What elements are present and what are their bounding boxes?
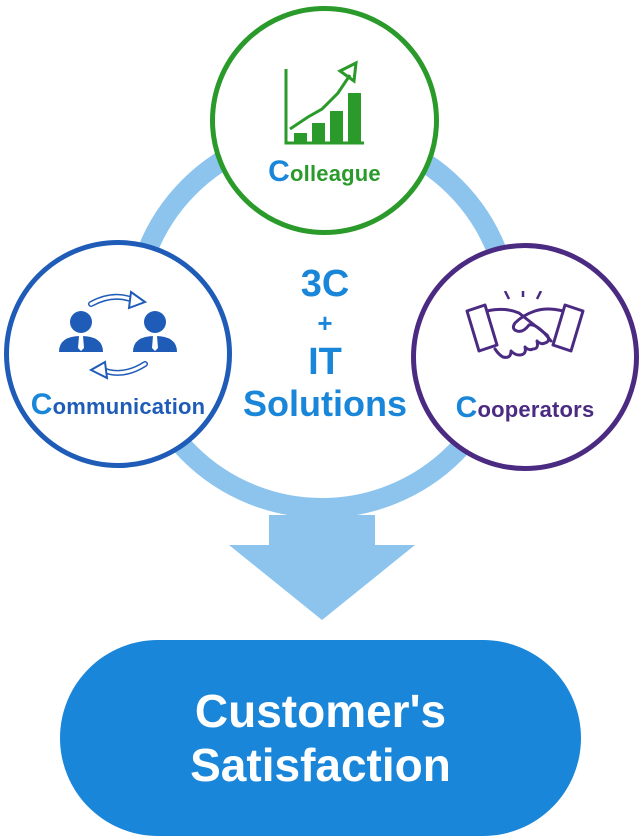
- growth-chart-icon: [284, 59, 364, 144]
- node-colleague: Colleague: [210, 6, 439, 235]
- result-line-1: Customer's: [194, 685, 447, 737]
- people-exchange-icon: [59, 290, 177, 380]
- center-line-it: IT: [308, 341, 342, 383]
- node-colleague-label: Colleague: [268, 155, 381, 189]
- node-communication-label: Communication: [31, 388, 206, 422]
- cooperators-initial: C: [455, 391, 478, 424]
- down-arrow: [229, 515, 415, 620]
- result-line-2: Satisfaction: [190, 739, 451, 791]
- node-communication: Communication: [4, 240, 232, 468]
- customer-satisfaction-pill: Customer's Satisfaction: [60, 640, 581, 836]
- communication-initial: C: [30, 388, 53, 421]
- cooperators-rest: ooperators: [477, 397, 595, 422]
- center-line-3c: 3C: [300, 263, 350, 305]
- node-cooperators: Cooperators: [411, 243, 639, 471]
- center-text: 3C + IT Solutions: [220, 262, 430, 424]
- communication-rest: ommunication: [52, 394, 206, 419]
- center-line-solutions: Solutions: [243, 383, 407, 424]
- node-cooperators-label: Cooperators: [456, 391, 595, 425]
- handshake-icon: [465, 291, 585, 359]
- center-line-plus: +: [317, 308, 333, 338]
- colleague-rest: olleague: [290, 160, 381, 186]
- colleague-initial: C: [268, 154, 290, 188]
